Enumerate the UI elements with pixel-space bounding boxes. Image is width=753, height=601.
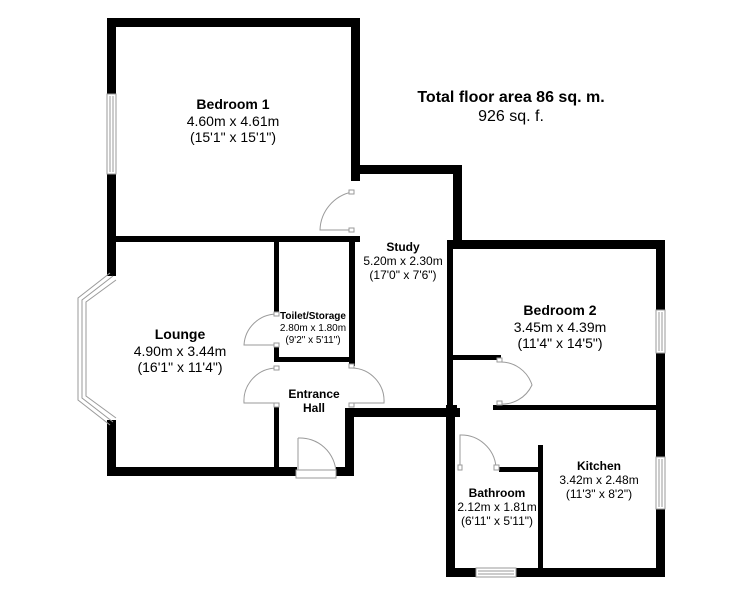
total-area-imperial: 926 sq. f. [478,108,544,126]
room-metric: 2.80m x 1.80m [279,322,347,334]
room-metric: 4.60m x 4.61m [186,112,280,129]
room-imperial: (16'1" x 11'4") [137,359,223,376]
room-label-bedroom-1: Bedroom 1 4.60m x 4.61m (15'1" x 15'1") [187,96,280,146]
room-imperial: (15'1" x 15'1") [189,129,277,146]
windows [106,93,666,578]
room-metric: 4.90m x 3.44m [133,342,227,359]
room-label-bedroom-2: Bedroom 2 3.45m x 4.39m (11'4" x 14'5") [514,302,607,352]
bay-window [77,272,117,426]
room-name: Bedroom 1 [196,96,270,112]
room-name-line-2: Hall [302,401,326,416]
room-metric: 5.20m x 2.30m [363,254,443,269]
walls [107,18,665,577]
room-label-toilet-storage: Toilet/Storage 2.80m x 1.80m (9'2" x 5'1… [280,311,346,346]
room-metric: 3.45m x 4.39m [513,318,607,335]
room-label-study: Study 5.20m x 2.30m (17'0" x 7'6") [363,240,442,282]
room-name: Study [386,240,420,254]
room-label-kitchen: Kitchen 3.42m x 2.48m (11'3" x 8'2") [559,459,638,501]
room-metric: 3.42m x 2.48m [559,473,639,488]
room-label-bathroom: Bathroom 2.12m x 1.81m (6'11" x 5'11") [457,486,536,528]
room-imperial: (11'3" x 8'2") [565,487,633,502]
room-imperial: (6'11" x 5'11") [460,514,534,529]
room-imperial: (17'0" x 7'6") [369,268,437,283]
room-name: Bathroom [468,486,526,500]
room-name: Lounge [154,326,206,342]
total-area-metric: Total floor area 86 sq. m. [417,89,605,106]
room-name: Bedroom 2 [523,302,597,318]
room-label-lounge: Lounge 4.90m x 3.44m (16'1" x 11'4") [134,326,227,376]
total-floor-area: Total floor area 86 sq. m. 926 sq. f. [417,88,604,126]
room-name-line-1: Entrance [288,387,340,401]
room-imperial: (11'4" x 14'5") [517,335,603,352]
room-label-entrance-hall: Entrance Hall [288,387,339,415]
room-name: Kitchen [576,459,621,473]
room-imperial: (9'2" x 5'11") [285,334,341,346]
doors [243,189,533,479]
room-metric: 2.12m x 1.81m [457,500,537,515]
room-name: Toilet/Storage [280,311,346,322]
